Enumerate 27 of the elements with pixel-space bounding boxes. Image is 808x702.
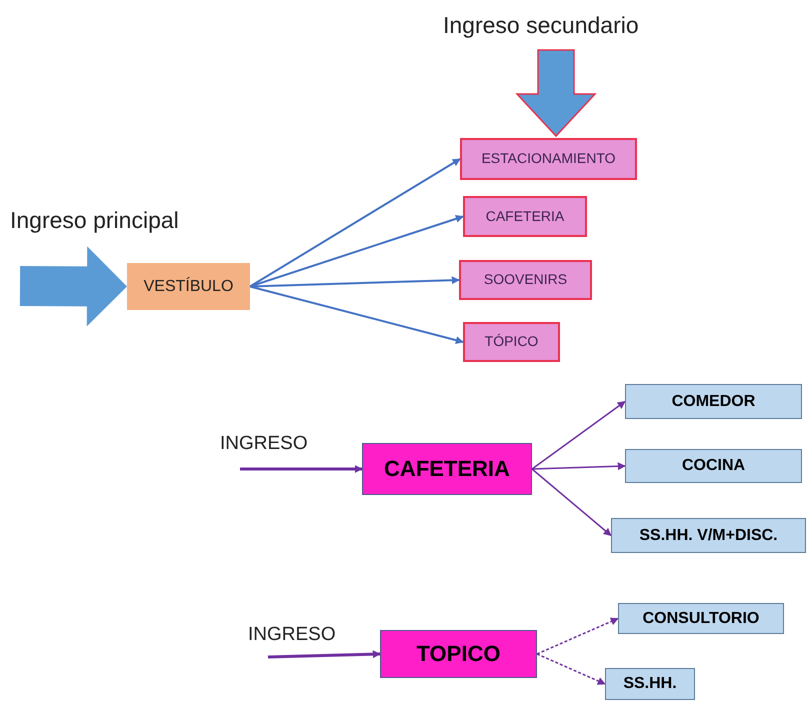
edge-label: INGRESO (248, 623, 336, 647)
room-box: ESTACIONAMIENTO (460, 138, 637, 180)
room-box: VESTÍBULO (127, 263, 250, 310)
edge-label: Ingreso principal (10, 206, 179, 235)
block-arrow (515, 49, 597, 138)
room-box: SS.HH. V/M+DISC. (611, 518, 806, 553)
room-box: CONSULTORIO (618, 603, 784, 634)
edge-label: INGRESO (220, 432, 308, 456)
arrow (532, 468, 612, 536)
arrow (532, 462, 626, 470)
arrow (250, 286, 464, 344)
room-box: SOOVENIRS (459, 260, 592, 300)
room-box: COMEDOR (625, 384, 802, 419)
room-box: TOPICO (380, 630, 537, 678)
room-box: TÓPICO (463, 322, 560, 362)
block-arrow (20, 246, 127, 326)
arrow (536, 618, 619, 655)
room-box: CAFETERIA (362, 443, 532, 495)
arrow (240, 465, 363, 473)
edge-label: Ingreso secundario (443, 11, 639, 40)
arrow (536, 653, 606, 685)
arrow (268, 650, 381, 658)
room-box: COCINA (625, 449, 802, 483)
room-box: CAFETERIA (463, 196, 587, 237)
room-box: SS.HH. (605, 668, 695, 700)
arrow (249, 158, 461, 288)
arrow (532, 400, 626, 470)
